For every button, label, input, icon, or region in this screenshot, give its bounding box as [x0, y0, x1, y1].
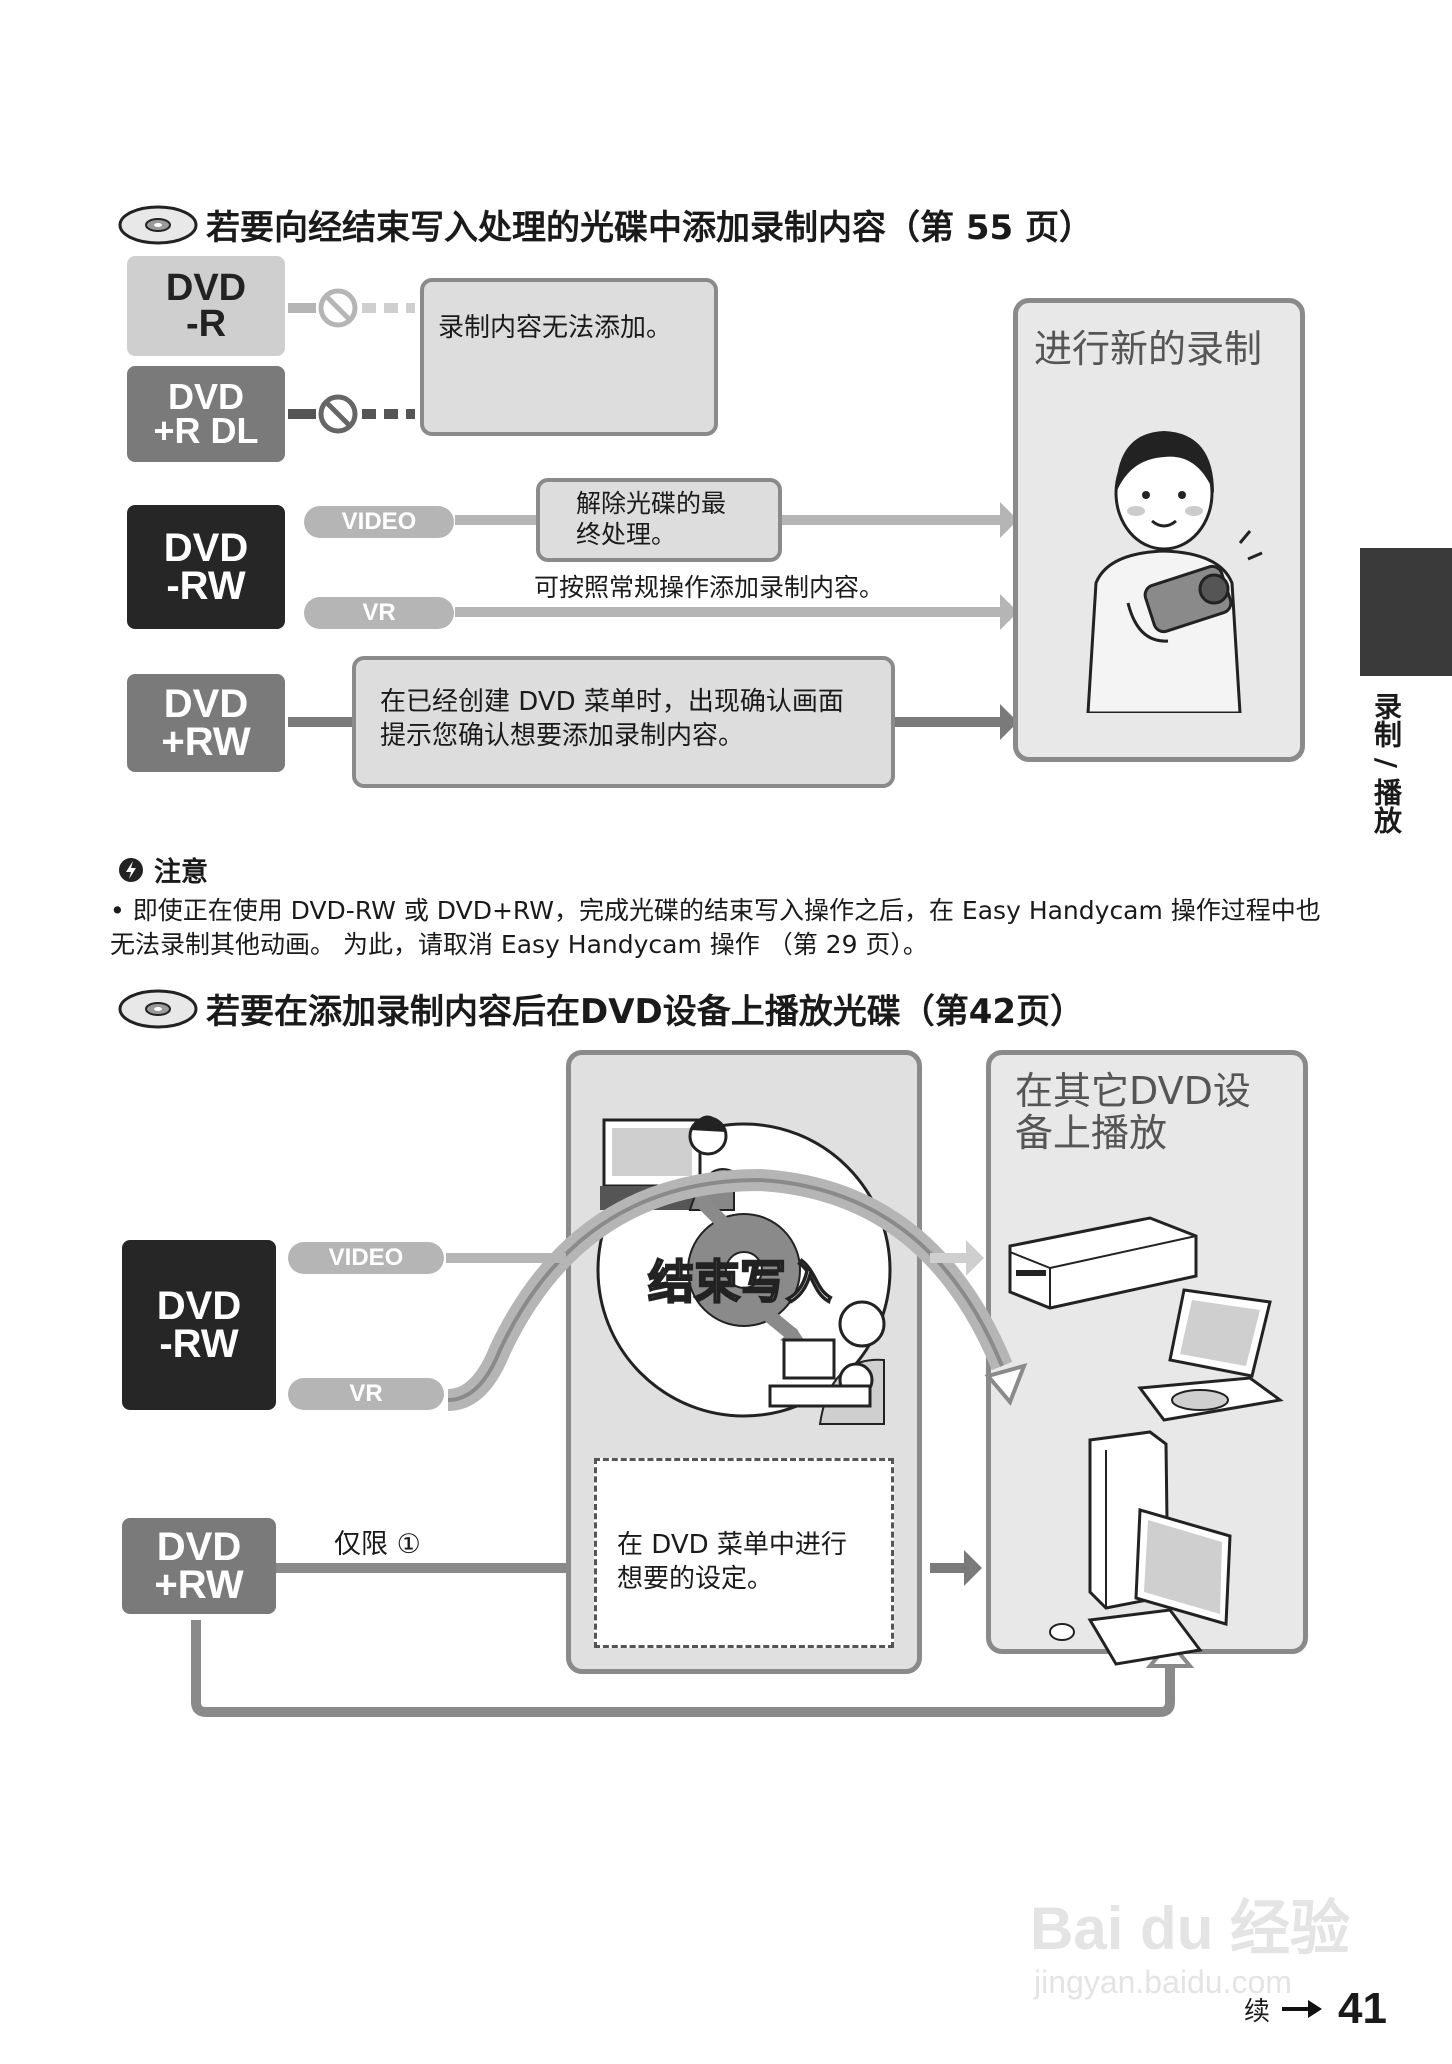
watermark-url: jingyan.baidu.com	[1034, 1964, 1292, 2000]
chapter-tab	[1360, 548, 1452, 676]
disc-dvd-plus-r-dl: DVD +R DL	[127, 366, 285, 462]
disc-dvd-plus-rw-2: DVD +RW	[122, 1518, 276, 1614]
section2-diagram	[191, 1115, 1284, 1717]
confirm-box: 在已经创建 DVD 菜单时，出现确认画面提示您确认想要添加录制内容。	[352, 656, 895, 788]
cannot-add-box: 录制内容无法添加。	[420, 278, 718, 436]
other-devices-title: 在其它DVD设备上播放	[1015, 1069, 1251, 1155]
section1-title: 若要向经结束写入处理的光碟中添加录制内容（第 55 页）	[118, 200, 1093, 249]
people-watching-illustration	[838, 1300, 886, 1348]
new-recording-title: 进行新的录制	[1034, 327, 1263, 371]
disc-dvd-rw: DVD -RW	[127, 505, 285, 629]
watermark-logo: Bai du 经验	[1030, 1895, 1351, 1962]
pill-vr-2: VR	[288, 1378, 444, 1410]
dvd-player-illustration	[1008, 1216, 1198, 1310]
disc-icon	[118, 205, 198, 244]
footer: 续 41	[1244, 1984, 1387, 2034]
finalize-label: 结束写入	[647, 1254, 833, 1310]
disc-dvd-r: DVD -R	[127, 256, 285, 356]
pill-video-2: VIDEO	[288, 1242, 444, 1274]
pill-vr: VR	[304, 597, 454, 629]
note-text: • 即使正在使用 DVD-RW 或 DVD+RW，完成光碟的结束写入操作之后，在…	[110, 896, 1321, 959]
disc-dvd-rw-2: DVD -RW	[122, 1240, 276, 1410]
pill-video: VIDEO	[304, 506, 454, 538]
disc-icon	[118, 989, 198, 1028]
disc-dvd-plus-rw: DVD +RW	[127, 674, 285, 772]
continued-label: 续	[1244, 1996, 1271, 2027]
note-heading: 注意	[118, 850, 208, 889]
person-with-camcorder-illustration	[1086, 431, 1263, 713]
chapter-label: 录制 / 播放	[1370, 692, 1403, 834]
page-number: 41	[1338, 1984, 1387, 2033]
arrow-right-icon	[1282, 2000, 1323, 2018]
normal-add-text: 可按照常规操作添加录制内容。	[534, 573, 885, 602]
menu-setting-box: 在 DVD 菜单中进行想要的设定。	[594, 1458, 894, 1648]
caution-icon	[119, 857, 143, 882]
unfinalize-box: 解除光碟的最终处理。	[536, 478, 782, 562]
section2-title: 若要在添加录制内容后在DVD设备上播放光碟（第42页）	[118, 984, 1084, 1033]
only-label: 仅限 ①	[334, 1529, 421, 1560]
new-recording-panel: 进行新的录制	[1013, 298, 1305, 762]
section1-connectors	[288, 288, 1018, 740]
